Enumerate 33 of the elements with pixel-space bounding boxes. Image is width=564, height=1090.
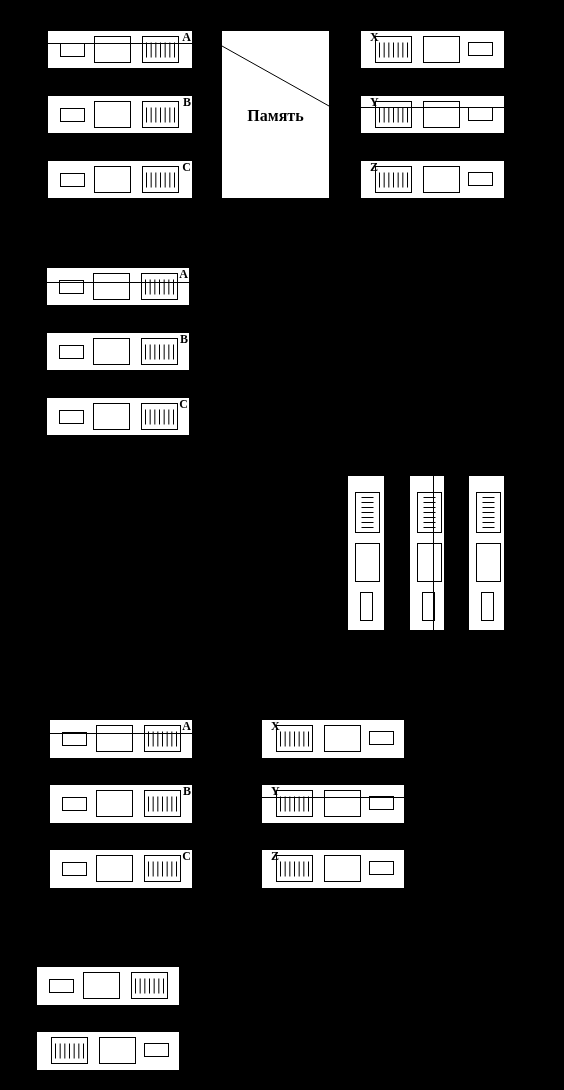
panel-letter: C (182, 850, 191, 862)
device-panel (50, 720, 192, 758)
device-panel (48, 31, 192, 68)
panel-letter: C (182, 161, 191, 173)
device-panel (50, 850, 192, 888)
panel-letter: Z (370, 161, 378, 173)
device-panel (262, 720, 404, 758)
panel-letter: A (182, 31, 191, 43)
panel-letter: C (179, 398, 188, 410)
panel-letter: B (183, 96, 191, 108)
device-panel (48, 96, 192, 133)
device-panel (262, 850, 404, 888)
device-panel (361, 96, 504, 133)
memory-block (222, 31, 329, 198)
device-panel (47, 268, 189, 305)
device-panel (361, 31, 504, 68)
device-panel (47, 398, 189, 435)
panel-letter: Z (271, 850, 279, 862)
panel-letter: B (180, 333, 188, 345)
memory-label: Память (246, 107, 305, 125)
device-panel (410, 476, 444, 630)
device-panel (47, 333, 189, 370)
device-panel (48, 161, 192, 198)
panel-letter: B (183, 785, 191, 797)
device-panel (50, 785, 192, 823)
device-panel (361, 161, 504, 198)
device-panel (348, 476, 384, 630)
device-panel (469, 476, 504, 630)
device-panel (262, 785, 404, 823)
device-panel (37, 1032, 179, 1070)
device-panel (37, 967, 179, 1005)
panel-letter: A (182, 720, 191, 732)
panel-letter: A (179, 268, 188, 280)
